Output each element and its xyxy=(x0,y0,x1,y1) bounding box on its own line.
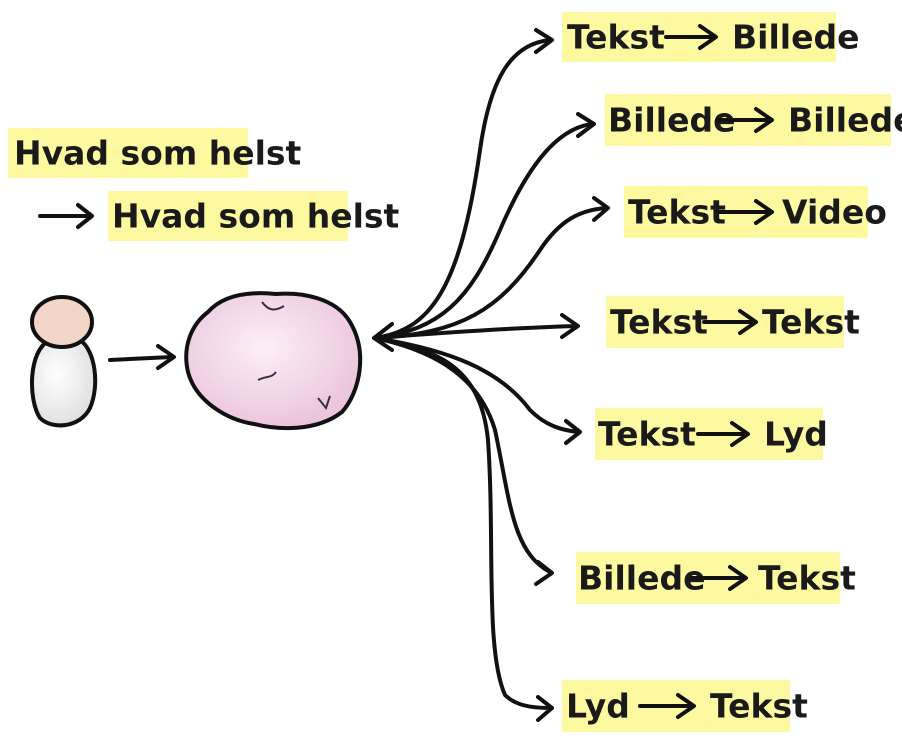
arrow-to-task-4 xyxy=(373,313,580,340)
task-to: Tekst xyxy=(762,303,860,342)
task-7: Lyd Tekst xyxy=(562,680,808,732)
task-from: Tekst xyxy=(598,415,696,454)
task-3: Tekst Video xyxy=(624,186,887,238)
task-1: Tekst Billede xyxy=(562,12,859,62)
intro-line-2-label: Hvad som helst xyxy=(112,197,400,236)
task-from: Tekst xyxy=(628,193,726,232)
arrow-to-task-5 xyxy=(373,336,582,445)
task-to: Tekst xyxy=(710,687,808,726)
arrow-to-task-6 xyxy=(373,336,554,586)
task-to: Lyd xyxy=(764,415,828,454)
task-to: Billede xyxy=(788,101,902,140)
intro-arrow-icon xyxy=(38,203,94,229)
task-arrow-icon xyxy=(690,565,748,591)
task-to: Billede xyxy=(732,18,859,57)
output-arrows xyxy=(372,28,610,722)
intro-line-1: Hvad som helst xyxy=(8,128,302,178)
arrow-to-task-3 xyxy=(373,196,610,340)
person-head xyxy=(30,295,94,349)
arrow-to-task-2 xyxy=(373,112,596,340)
arrow-to-task-7 xyxy=(373,336,554,722)
task-from: Tekst xyxy=(610,303,708,342)
task-to: Tekst xyxy=(758,559,856,598)
task-6: Billede Tekst xyxy=(576,552,856,604)
model-blob-icon xyxy=(184,291,363,431)
person-body xyxy=(30,338,98,428)
task-4: Tekst Tekst xyxy=(606,296,860,348)
person-icon xyxy=(30,295,98,428)
intro-line-1-label: Hvad som helst xyxy=(14,134,302,173)
task-arrow-icon xyxy=(664,24,718,50)
task-from: Tekst xyxy=(567,18,665,57)
task-arrow-icon xyxy=(702,309,758,335)
task-from: Lyd xyxy=(566,687,630,726)
task-arrow-icon xyxy=(716,107,774,133)
task-5: Tekst Lyd xyxy=(595,408,828,460)
task-arrow-icon xyxy=(638,693,696,719)
fan-arrowhead-icon xyxy=(372,322,394,352)
arrow-to-task-1 xyxy=(373,28,554,340)
task-from: Billede xyxy=(578,559,705,598)
intro-line-2-highlight xyxy=(108,191,348,241)
task-arrow-icon xyxy=(716,199,774,225)
task-to: Video xyxy=(782,193,887,232)
task-from: Billede xyxy=(608,101,735,140)
task-arrow-icon xyxy=(696,421,750,447)
input-arrow-icon xyxy=(108,344,176,370)
task-2: Billede Billede xyxy=(605,94,902,146)
intro-line-1-highlight xyxy=(8,128,248,178)
intro-line-2: Hvad som helst xyxy=(38,191,400,241)
